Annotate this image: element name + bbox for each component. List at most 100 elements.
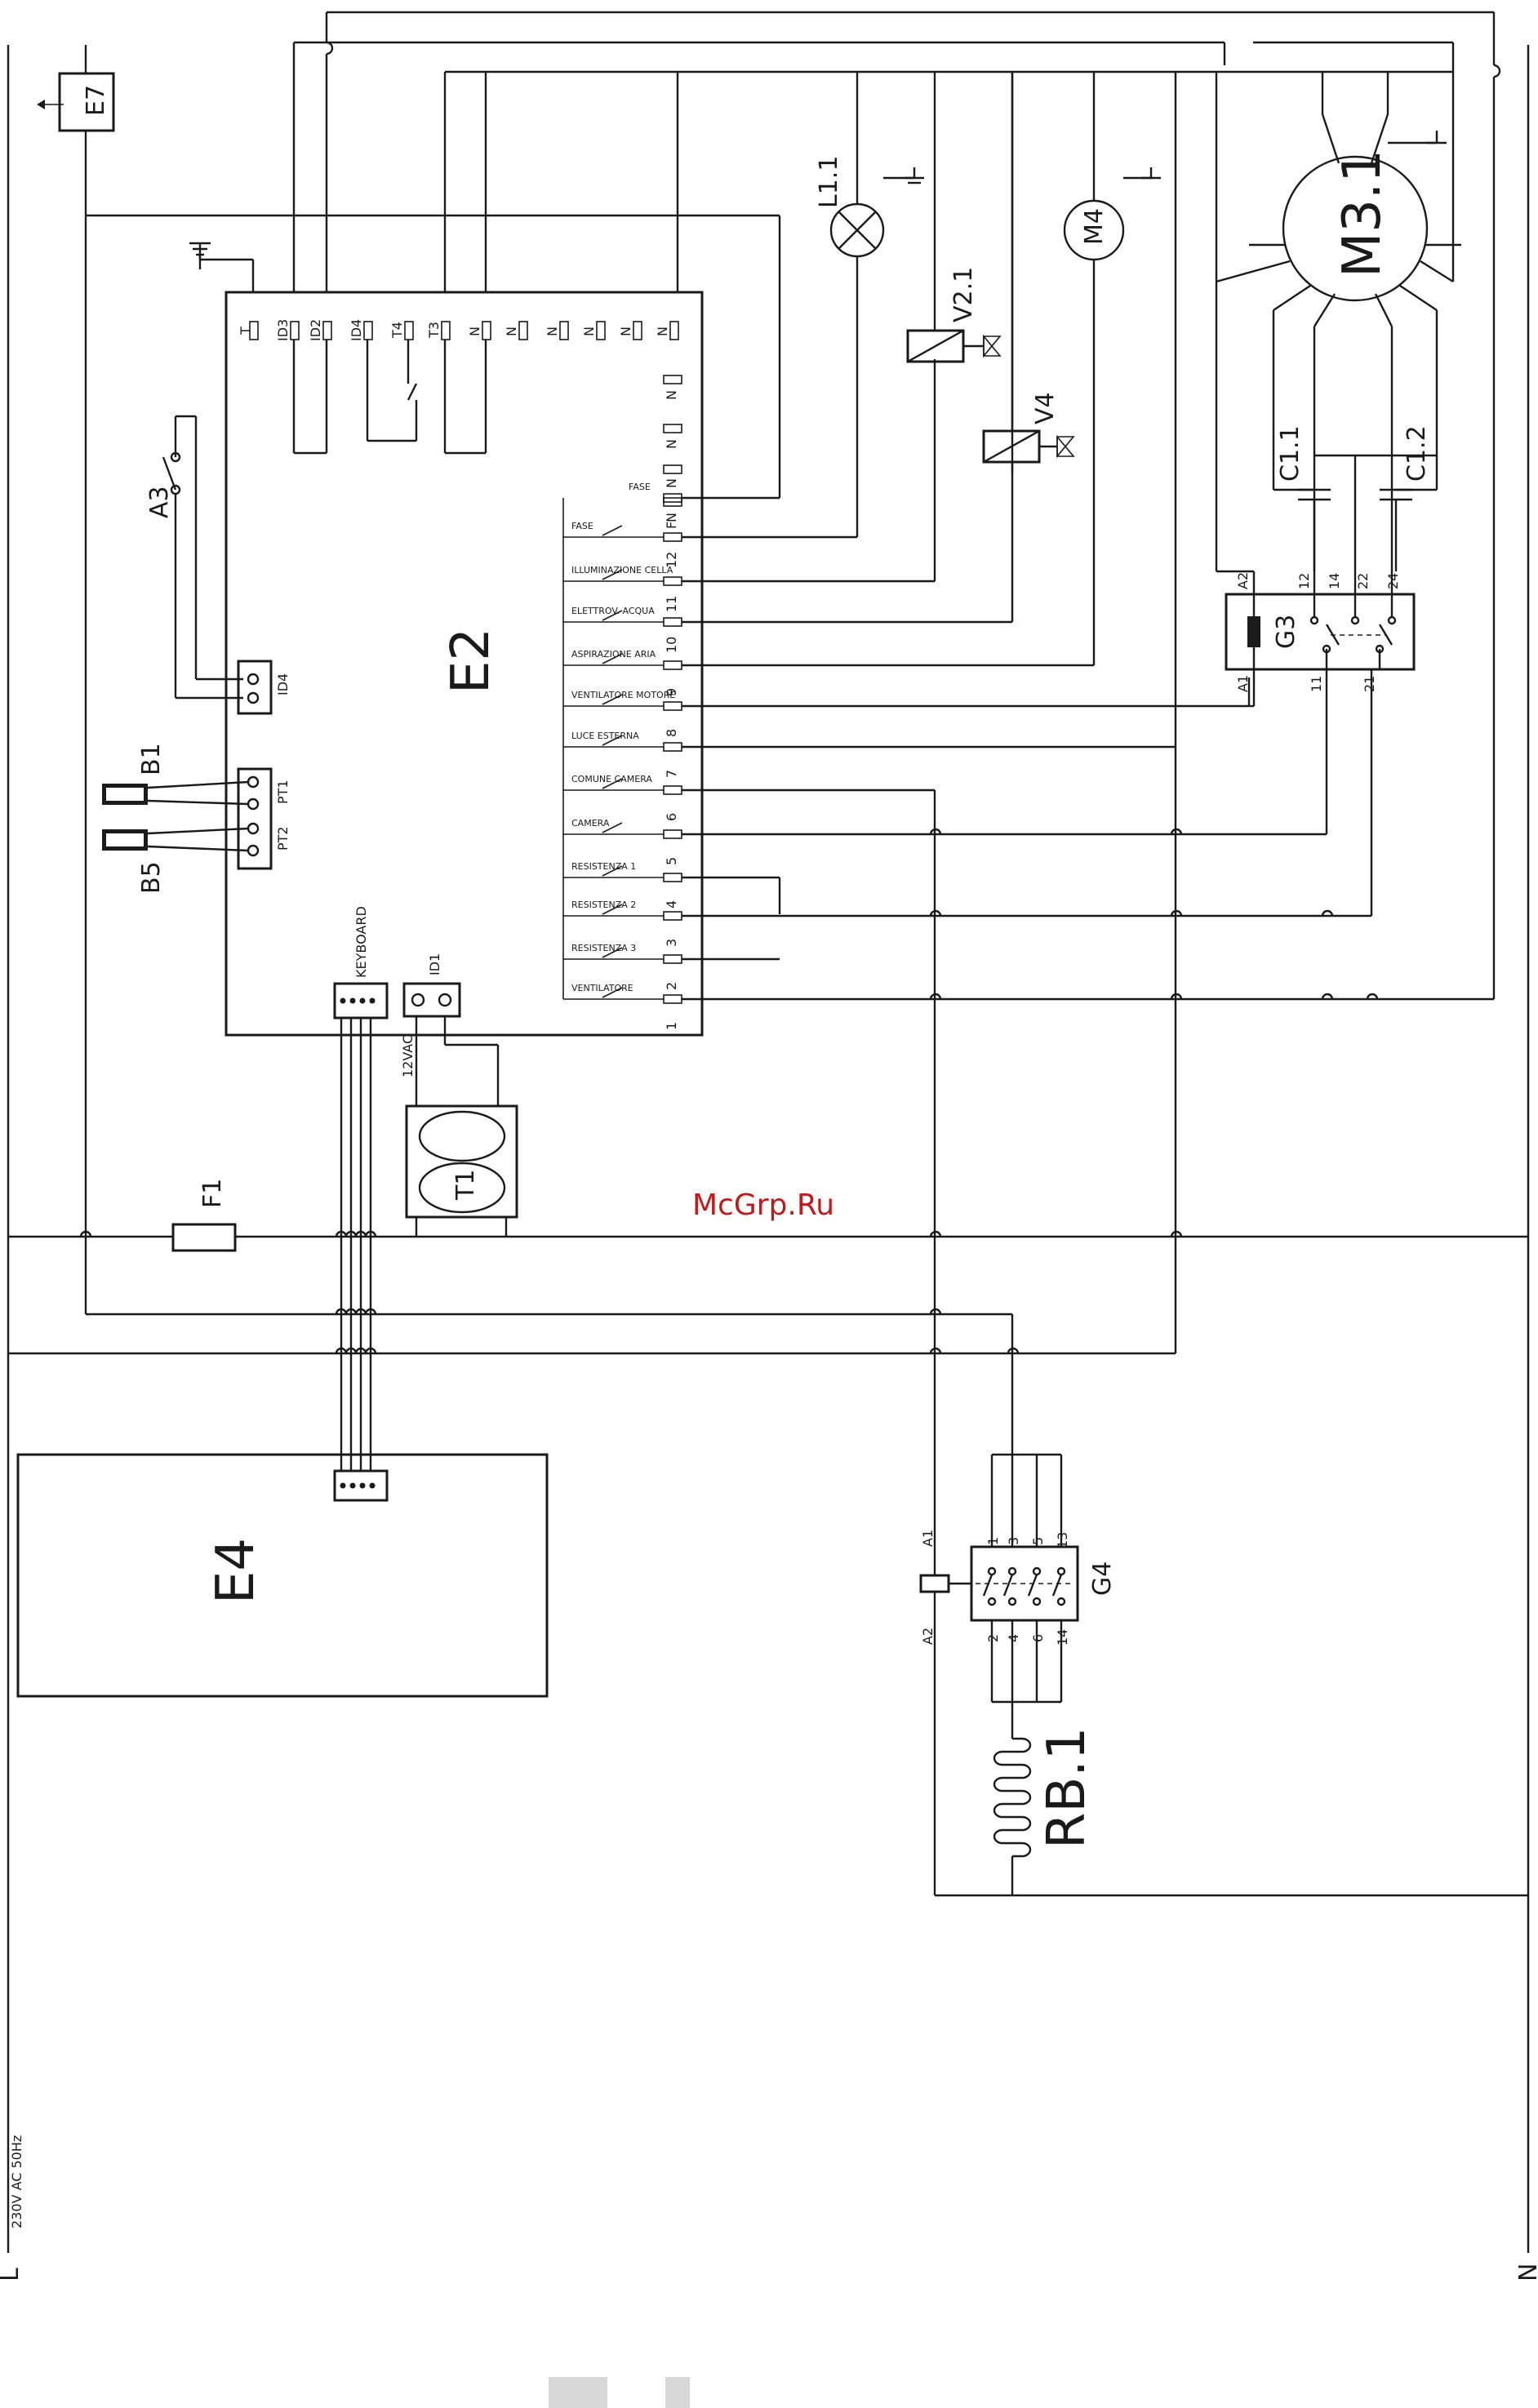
- g4-pin-top: 1: [985, 1537, 1001, 1545]
- rb-1-heater: RB.1: [935, 1702, 1528, 1897]
- e2-output-pin-label: 5: [664, 857, 679, 865]
- e2-top-pin-label: N: [581, 327, 597, 336]
- g4-pin-bottom: 14: [1055, 1629, 1070, 1646]
- capacitors: C1.1 C1.2: [1272, 425, 1438, 571]
- g4-pin-top: 13: [1055, 1532, 1070, 1548]
- e2-output-pin: [663, 532, 682, 542]
- e2-output-pin-label: 3: [664, 939, 679, 947]
- e2-relay-label: FASE: [571, 521, 593, 531]
- t1-transformer: T1: [405, 1104, 518, 1237]
- e2-output-pin: [663, 660, 682, 670]
- g3-pin-21: 21: [1362, 676, 1377, 692]
- watermark: McGrp.Ru: [692, 1188, 834, 1222]
- b1-label: B1: [137, 743, 166, 775]
- g3-relay: G3 A2 A1 12 14 22 24 11 21: [1215, 282, 1416, 708]
- id1-label: ID1: [427, 953, 442, 975]
- id4-connector: ID4: [237, 660, 291, 715]
- e2-label: E2: [441, 628, 501, 694]
- keyboard-connector: KEYBOARD: [333, 906, 389, 1471]
- relay-contact: [602, 610, 623, 621]
- g4-pin-top: 5: [1030, 1537, 1046, 1545]
- e2-right-pin-label: N: [664, 390, 679, 400]
- e2-relay-label: CAMERA: [571, 818, 610, 829]
- keyboard-label: KEYBOARD: [353, 906, 369, 978]
- e2-output-pin: [663, 742, 682, 752]
- output-wiring: [682, 260, 1494, 1353]
- e2-output-pin: [663, 873, 682, 882]
- m4-motor: M4: [1063, 167, 1161, 261]
- t1-label: T1: [451, 1170, 480, 1201]
- e2-top-pin-label: T: [238, 327, 253, 335]
- g4-pin-bottom: 6: [1030, 1634, 1046, 1642]
- e2-relay-label: RESISTENZA 2: [571, 900, 636, 910]
- e2-relay-label: ILLUMINAZIONE CELLA: [571, 565, 673, 575]
- g4-pin-bottom: 4: [1006, 1634, 1021, 1642]
- g3-label: G3: [1272, 615, 1300, 649]
- l1-1-lamp: L1.1: [815, 156, 924, 261]
- relay-contact: [602, 653, 623, 664]
- v4-label: V4: [1031, 392, 1060, 424]
- v4-solenoid-valve: V4: [982, 72, 1075, 473]
- g3-pin-a2: A2: [1235, 572, 1251, 589]
- m4-label: M4: [1080, 208, 1109, 245]
- e2-top-pin-label: T3: [426, 322, 442, 339]
- e2-top-pin-label: N: [618, 327, 633, 336]
- id4-label: ID4: [275, 673, 291, 695]
- c1-1-label: C1.1: [1276, 425, 1305, 482]
- m3-1-fan-motor: M3.1: [1216, 113, 1461, 571]
- e2-relay-label: LUCE ESTERNA: [571, 731, 639, 741]
- vac-label: 12VAC: [400, 1035, 416, 1077]
- pt2-label: PT2: [275, 826, 291, 851]
- e2-output-pin-label: 11: [664, 596, 679, 612]
- top-bus: [86, 11, 1501, 1353]
- e2-output-pin: [663, 954, 682, 964]
- relay-contact: [602, 865, 623, 877]
- e2-top-pin-label: N: [655, 327, 670, 336]
- e2-top-pin-label: T4: [389, 322, 405, 339]
- e2-top-pin-row: T ID3 ID2 ID4 T4 T3 N N N N N N: [238, 319, 679, 455]
- g4-pin-bottom: 2: [985, 1634, 1001, 1642]
- v2-1-label: V2.1: [949, 267, 978, 322]
- relay-contact: [602, 735, 623, 746]
- f1-fuse: F1: [171, 1179, 237, 1252]
- line-label: L: [0, 2268, 24, 2281]
- e7-component: E7: [37, 45, 115, 215]
- id1-connector: ID1 12VAC: [400, 953, 500, 1106]
- g3-pin-14: 14: [1327, 573, 1342, 589]
- e4-display-board: E4: [16, 1453, 549, 1698]
- e2-relay-label: VENTILATORE MOTORE: [571, 690, 675, 700]
- e2-output-pin: [663, 994, 682, 1004]
- e7-label: E7: [82, 85, 110, 116]
- e2-relay-label: FASE: [629, 482, 651, 492]
- e2-top-pin-label: N: [504, 327, 519, 336]
- relay-contact: [602, 822, 623, 833]
- e2-output-pin-label: 2: [664, 982, 679, 990]
- bottom-bar-right: [665, 2377, 690, 2408]
- probe-connector: PT1 PT2: [237, 767, 291, 870]
- e2-top-pin-label: ID3: [275, 319, 291, 341]
- b1-probe: B1: [102, 743, 249, 806]
- supply-rating: 230V AC 50Hz: [9, 2135, 24, 2228]
- supply-labels: 230V AC 50Hz L N: [0, 2135, 1538, 2281]
- e2-output-pin-label: 1: [664, 1022, 679, 1030]
- e2-right-pin-label: N: [664, 439, 679, 449]
- relay-contact: [602, 525, 623, 536]
- e2-output-pin: [663, 617, 682, 627]
- e2-relay-label: ELETTROV. ACQUA: [571, 606, 655, 616]
- e2-output-pin-label: 8: [664, 729, 679, 737]
- pt1-label: PT1: [275, 780, 291, 804]
- b5-label: B5: [137, 861, 166, 894]
- e2-right-n-pins: N N N N: [663, 375, 682, 522]
- rail-crossovers: [79, 1230, 377, 1354]
- e2-right-pin-label: N: [664, 513, 679, 522]
- e2-relay-label: VENTILATORE: [571, 983, 633, 993]
- power-rails: [7, 45, 1530, 2253]
- e2-output-pin-label: 12: [664, 552, 679, 568]
- e2-controller-board: E2: [224, 291, 704, 1037]
- g4-label: G4: [1088, 1562, 1117, 1596]
- e2-relay-label: COMUNE CAMERA: [571, 774, 652, 784]
- g3-pin-12: 12: [1296, 573, 1312, 589]
- rb-1-label: RB.1: [1037, 1727, 1097, 1849]
- ground-icon: [189, 242, 255, 292]
